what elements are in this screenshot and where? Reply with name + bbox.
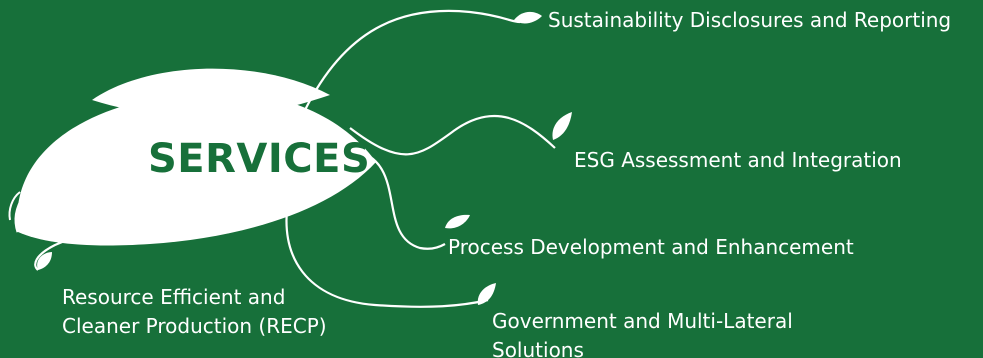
- leaf-icon: [514, 11, 542, 24]
- services-title: SERVICES: [148, 136, 371, 182]
- leaf-icon: [477, 283, 496, 305]
- service-item-recp: Resource Efficient and Cleaner Productio…: [62, 285, 327, 338]
- service-item-process-development: Process Development and Enhancement: [448, 235, 854, 259]
- service-item-government-solutions: Government and Multi-Lateral Solutions: [492, 309, 793, 358]
- leaf-icon: [37, 252, 52, 270]
- leaf-icon: [445, 214, 470, 229]
- service-item-esg-assessment: ESG Assessment and Integration: [574, 148, 902, 172]
- leaf-icon: [552, 112, 572, 140]
- service-item-sustainability-disclosures: Sustainability Disclosures and Reporting: [548, 8, 952, 32]
